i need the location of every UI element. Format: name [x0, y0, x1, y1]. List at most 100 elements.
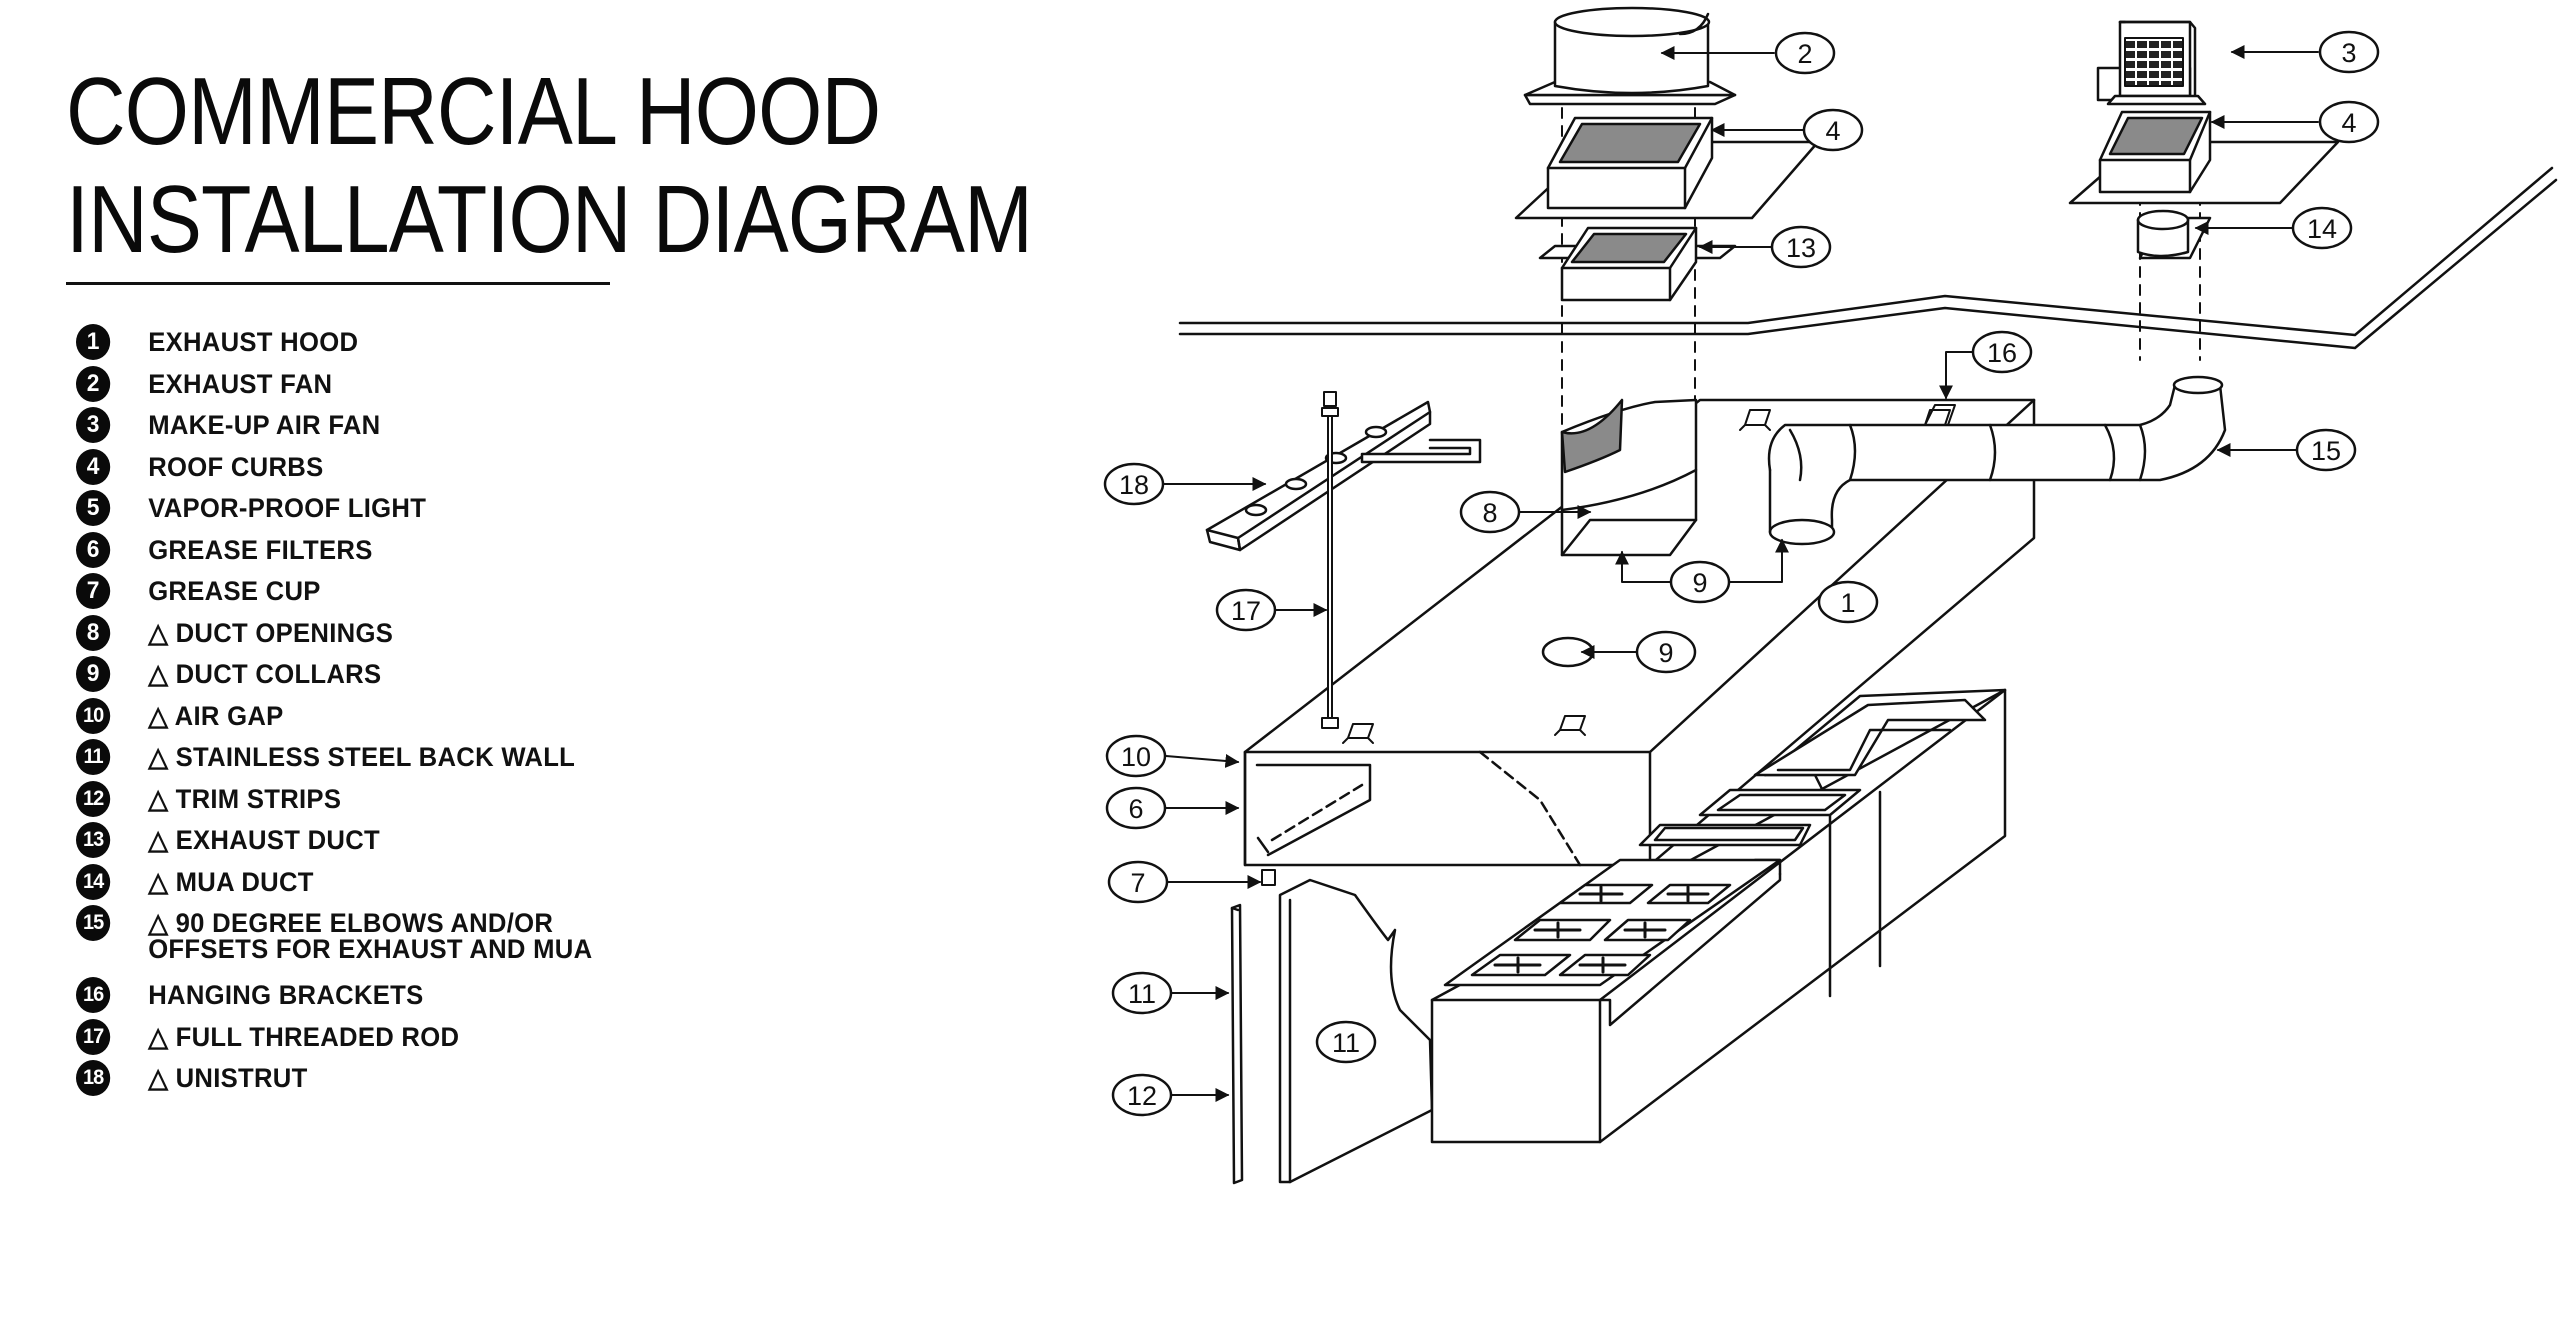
legend-number-badge: 4	[76, 448, 111, 485]
legend-item: 4 ROOF CURBS	[76, 448, 592, 491]
callout-9-hole: 9	[1635, 630, 1697, 674]
duct-opening	[1560, 398, 1698, 557]
callout-16: 16	[1971, 330, 2033, 374]
legend-number-badge: 12	[76, 780, 111, 817]
callout-4-mua: 4	[2318, 100, 2380, 144]
callout-9-label: 9	[1692, 568, 1707, 598]
callout-4-label: 4	[1825, 116, 1840, 146]
legend-number-badge: 13	[76, 822, 111, 858]
legend-number-badge: 18	[76, 1060, 111, 1096]
callout-17-label: 17	[1231, 596, 1261, 626]
callout-8: 8	[1459, 490, 1521, 534]
callout-12: 12	[1111, 1073, 1173, 1117]
legend-label: VAPOR-PROOF LIGHT	[148, 493, 427, 523]
legend-number-badge: 1	[76, 324, 111, 360]
callout-7: 7	[1107, 860, 1169, 904]
callout-6-label: 6	[1128, 794, 1143, 824]
legend-item: 9 △ DUCT COLLARS	[76, 656, 592, 698]
legend-label: △ MUA DUCT	[148, 866, 314, 897]
legend-number-badge: 9	[76, 656, 111, 692]
callout-18: 18	[1103, 462, 1165, 506]
callout-13-label: 13	[1786, 233, 1816, 263]
callout-16-label: 16	[1987, 338, 2017, 368]
exhaust-duct-section	[1538, 226, 1737, 302]
legend-item: 8 △ DUCT OPENINGS	[76, 614, 592, 657]
callout-9-collar: 9	[1669, 560, 1731, 604]
callout-11-wall: 11	[1315, 1020, 1377, 1064]
callout-10: 10	[1105, 734, 1167, 778]
title-line-2: INSTALLATION DIAGRAM	[66, 166, 1033, 273]
legend-item: 17△ FULL THREADED ROD	[76, 1018, 592, 1061]
callout-17: 17	[1215, 588, 1277, 632]
legend-number-badge: 14	[76, 863, 111, 900]
legend-item: 13 △ EXHAUST DUCT	[76, 822, 592, 864]
grease-cup	[1261, 869, 1276, 886]
callout-4-exhaust: 4	[1802, 108, 1864, 152]
callout-4-mua-label: 4	[2341, 108, 2356, 138]
legend-number-badge: 2	[76, 365, 111, 402]
callout-2-label: 2	[1797, 39, 1812, 69]
callout-14: 14	[2291, 206, 2353, 250]
callout-18-label: 18	[1119, 470, 1149, 500]
legend-label: △ TRIM STRIPS	[148, 783, 342, 814]
threaded-rod	[1321, 391, 1339, 729]
legend-item: 18 △ UNISTRUT	[76, 1060, 592, 1102]
trim-strip	[1230, 903, 1244, 1185]
unistrut	[1205, 400, 1482, 552]
legend-item: 15 △ 90 DEGREE ELBOWS AND/OR OFFSETS FOR …	[76, 905, 592, 977]
legend-number-badge: 8	[76, 614, 111, 651]
callout-7-label: 7	[1130, 868, 1145, 898]
legend-label: △ STAINLESS STEEL BACK WALL	[148, 742, 576, 772]
callout-1-label: 1	[1840, 588, 1855, 618]
callout-13: 13	[1770, 225, 1832, 269]
legend-number-badge: 16	[76, 977, 111, 1013]
cooking-line	[1430, 688, 2007, 1144]
legend-label: GREASE FILTERS	[148, 534, 373, 565]
legend-number-badge: 15	[76, 905, 111, 941]
legend-label: HANGING BRACKETS	[148, 980, 424, 1010]
callout-15-label: 15	[2311, 436, 2341, 466]
callout-11-wall-label: 11	[1332, 1028, 1360, 1058]
legend-item: 14 △ MUA DUCT	[76, 863, 592, 906]
legend-item: 6 GREASE FILTERS	[76, 531, 592, 574]
legend-number-badge: 5	[76, 490, 111, 526]
legend-item: 5 VAPOR-PROOF LIGHT	[76, 490, 592, 532]
legend-item: 12 △ TRIM STRIPS	[76, 780, 592, 823]
callout-1: 1	[1817, 580, 1879, 624]
legend-label: △ DUCT OPENINGS	[148, 617, 394, 648]
legend-item: 10 △ AIR GAP	[76, 697, 592, 740]
legend-number-badge: 17	[76, 1018, 111, 1055]
legend-item: 16 HANGING BRACKETS	[76, 977, 592, 1019]
legend-number-badge: 3	[76, 407, 111, 443]
legend-label: △ UNISTRUT	[148, 1063, 308, 1093]
legend-label: GREASE CUP	[148, 576, 321, 606]
legend-label: △ 90 DEGREE ELBOWS AND/OR OFFSETS FOR EX…	[148, 908, 593, 964]
roof-line	[1178, 166, 2558, 350]
legend-label: △ DUCT COLLARS	[148, 659, 382, 689]
legend-number-badge: 6	[76, 531, 111, 568]
callout-9-hole-label: 9	[1658, 638, 1673, 668]
roof-curb-mua	[2068, 110, 2340, 205]
callout-12-label: 12	[1127, 1081, 1157, 1111]
legend-label: MAKE-UP AIR FAN	[148, 410, 381, 440]
roof-curb-exhaust	[1514, 116, 1820, 220]
callout-11-label: 11	[1128, 979, 1156, 1009]
exhaust-fan	[1523, 6, 1737, 106]
legend-number-badge: 10	[76, 697, 111, 734]
makeup-air-fan	[2096, 20, 2207, 106]
hanging-bracket	[1924, 404, 1956, 426]
legend-label: EXHAUST HOOD	[148, 327, 359, 357]
legend-item: 11△ STAINLESS STEEL BACK WALL	[76, 739, 592, 781]
title-underline	[66, 282, 610, 285]
legend-label: ROOF CURBS	[148, 451, 324, 482]
legend-label: △ EXHAUST DUCT	[148, 825, 380, 855]
callout-11-trim: 11	[1111, 971, 1173, 1015]
legend-item: 3 MAKE-UP AIR FAN	[76, 407, 592, 449]
legend-label: △ AIR GAP	[148, 700, 284, 731]
callout-8-label: 8	[1482, 498, 1497, 528]
callout-6: 6	[1105, 786, 1167, 830]
elbow-ducts	[1767, 375, 2227, 546]
